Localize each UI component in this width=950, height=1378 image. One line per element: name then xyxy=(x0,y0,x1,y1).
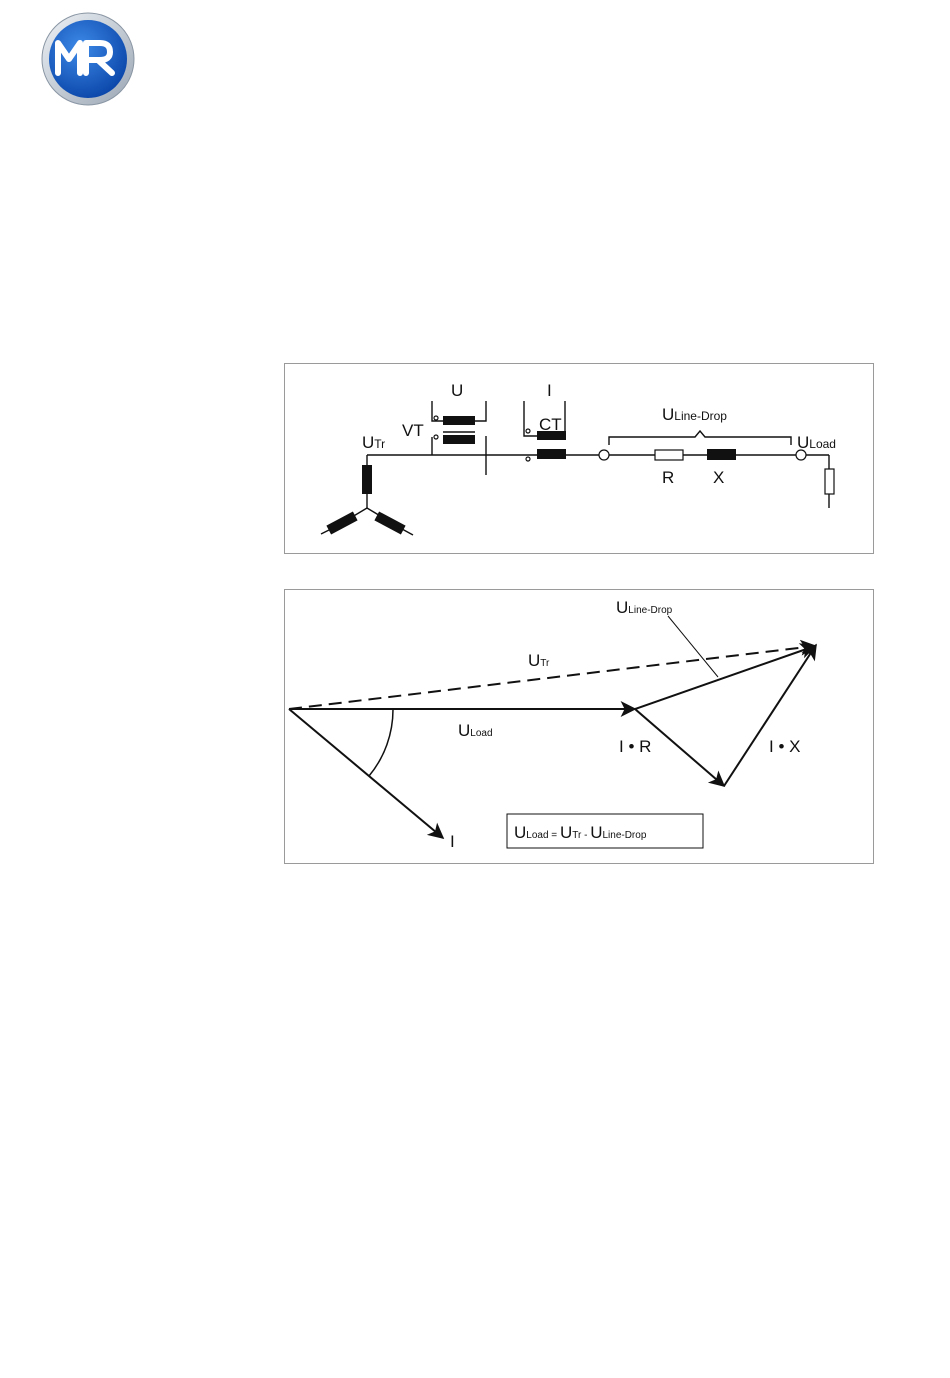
phasor-diagram: ULine-Drop UTr ULoad I • R I • X I ULoad… xyxy=(285,590,875,865)
r-label: R xyxy=(662,468,674,487)
polarity-dot-vt-bottom xyxy=(434,435,438,439)
transformer-winding-vertical xyxy=(362,465,372,494)
u-label: U xyxy=(451,381,463,400)
circuit-diagram: U I VT CT UTr ULine-Drop ULoad R X xyxy=(285,364,875,555)
vt-winding-primary xyxy=(443,416,475,425)
ix-vector xyxy=(724,645,816,786)
uload-label: ULoad xyxy=(797,433,836,452)
phase-angle-arc xyxy=(369,709,393,776)
load-resistor xyxy=(825,469,834,494)
ct-winding-secondary xyxy=(537,449,566,459)
transformer-winding-right xyxy=(374,512,405,535)
ct-label: CT xyxy=(539,415,562,434)
phasor-ir-label: I • R xyxy=(619,737,651,756)
phasor-i-label: I xyxy=(450,832,455,851)
phasor-uload-label: ULoad xyxy=(458,721,493,740)
utr-label: UTr xyxy=(362,433,385,452)
uline-drop-leader xyxy=(668,616,718,677)
phasor-diagram-panel: ULine-Drop UTr ULoad I • R I • X I ULoad… xyxy=(284,589,874,864)
i-label: I xyxy=(547,381,552,400)
terminal-left xyxy=(599,450,609,460)
polarity-dot-ct-top xyxy=(526,429,530,433)
mr-logo xyxy=(40,11,136,107)
vt-label: VT xyxy=(402,421,424,440)
transformer-winding-left xyxy=(326,512,357,535)
phasor-uline-drop-label: ULine-Drop xyxy=(616,598,673,617)
uline-drop-label: ULine-Drop xyxy=(662,405,727,424)
phasor-ix-label: I • X xyxy=(769,737,800,756)
uline-drop-vector xyxy=(635,646,815,709)
utr-vector xyxy=(289,646,815,709)
reactance-x xyxy=(707,449,736,460)
circuit-diagram-panel: U I VT CT UTr ULine-Drop ULoad R X xyxy=(284,363,874,554)
resistor-r xyxy=(655,450,683,460)
polarity-dot-ct-bottom xyxy=(526,457,530,461)
mr-logo-graphic xyxy=(40,11,136,107)
polarity-dot-vt-top xyxy=(434,416,438,420)
vt-winding-secondary xyxy=(443,435,475,444)
current-vector xyxy=(289,709,443,838)
x-label: X xyxy=(713,468,724,487)
phasor-utr-label: UTr xyxy=(528,651,550,670)
